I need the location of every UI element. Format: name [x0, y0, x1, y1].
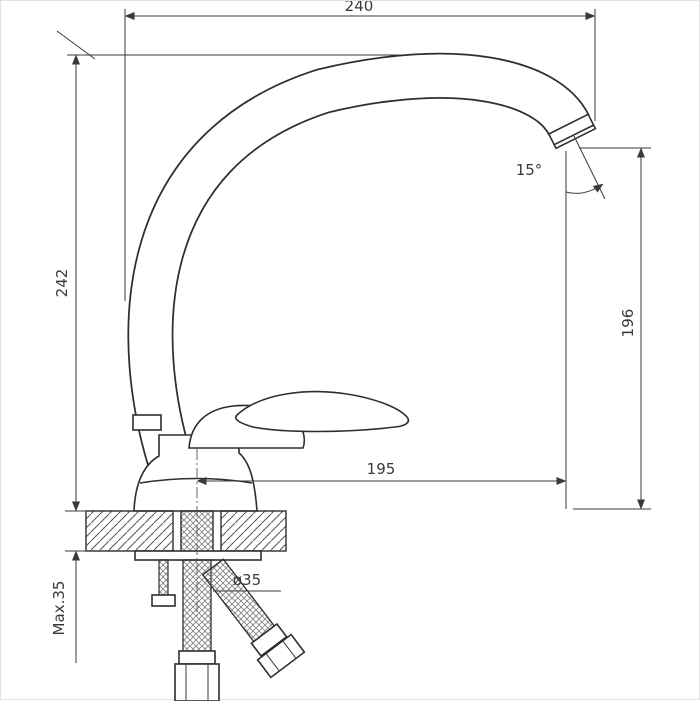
dimension-label-outlet-height: 196	[619, 309, 637, 338]
countertop-and-mounting	[85, 510, 306, 701]
hose-diagonal-nut-facet-1	[282, 640, 297, 659]
dimension-label-overall-height: 242	[53, 269, 71, 298]
dimension-242: 242	[53, 30, 401, 512]
hose-diagonal-collar-rect	[250, 622, 288, 658]
dimension-label-overall-width: 240	[345, 1, 374, 15]
spout-neck-inner	[129, 54, 588, 478]
spout-aerator	[547, 113, 597, 150]
hose-diagonal-nut-facet-2	[265, 653, 280, 672]
dimension-195: 195	[196, 151, 567, 509]
hose-straight-collar	[178, 650, 216, 665]
counter-section-right	[220, 510, 287, 552]
counter-section-left	[85, 510, 174, 552]
dimension-240: 240	[124, 1, 596, 301]
neck-plate	[132, 414, 162, 431]
spout-aerator-face-line	[553, 124, 594, 146]
dimension-max-thickness: Max.35	[50, 550, 87, 663]
hose-diagonal-nut-rect	[256, 633, 306, 679]
stud-nut	[151, 594, 176, 607]
angle-reference-line	[573, 135, 606, 200]
mounting-washer	[134, 550, 262, 561]
dimension-hole-diameter: ø35	[213, 571, 281, 592]
hose-straight-nut	[174, 663, 220, 701]
dimension-angle-15: 15°	[516, 135, 606, 200]
dimension-label-max-thickness: Max.35	[50, 581, 68, 636]
hose-diagonal-nut	[256, 633, 306, 679]
handle-lever	[235, 390, 410, 433]
hose-diagonal-collar	[250, 622, 288, 658]
angle-arc	[565, 183, 604, 194]
dimension-label-mounting-hole: ø35	[233, 571, 261, 589]
oblique-mark	[56, 30, 96, 60]
dimension-196: 196	[573, 147, 651, 510]
dimension-label-outlet-angle: 15°	[516, 161, 543, 179]
faucet-outline	[127, 52, 597, 512]
dimension-label-spout-reach: 195	[367, 460, 396, 478]
